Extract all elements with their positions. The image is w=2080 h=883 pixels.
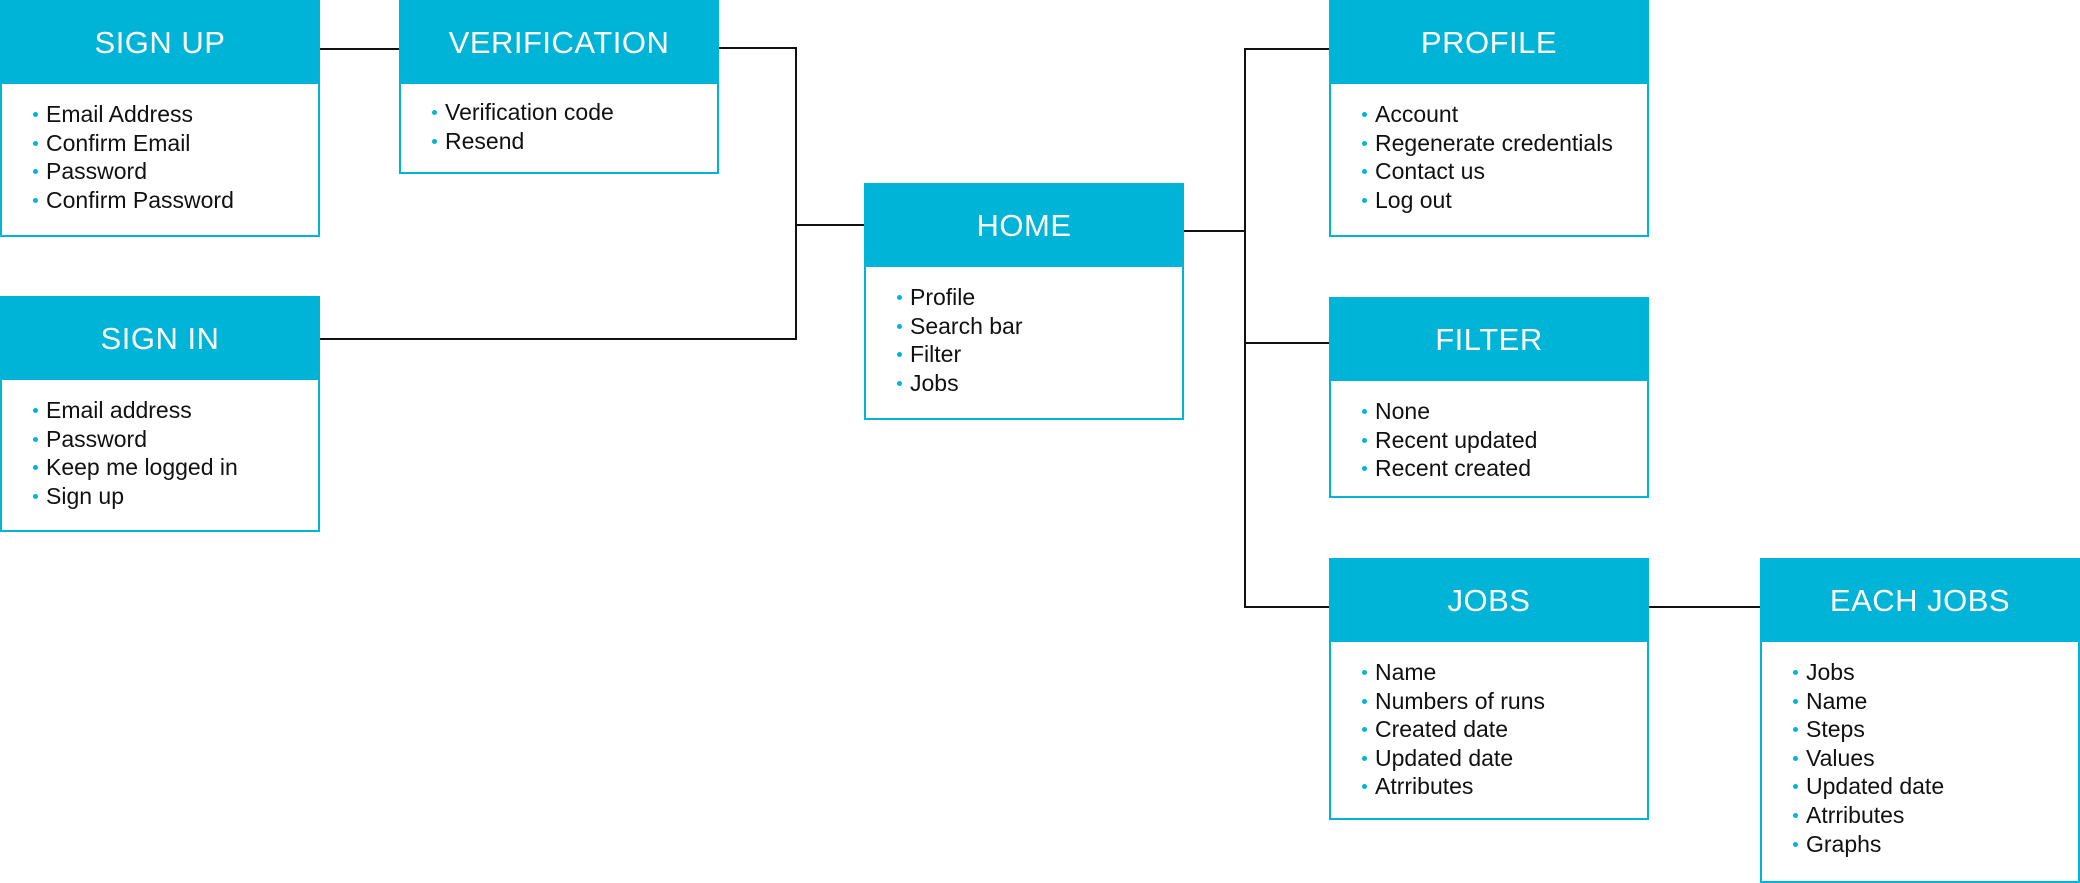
list-item: Contact us — [1362, 157, 1647, 186]
list-item: Email address — [33, 396, 318, 425]
edge-verification-home — [718, 47, 866, 226]
node-title: VERIFICATION — [401, 2, 717, 84]
list-item: Name — [1793, 687, 2078, 716]
node-filter: FILTER None Recent updated Recent create… — [1329, 297, 1649, 498]
list-item: Jobs — [897, 369, 1182, 398]
node-item-list: Email address Password Keep me logged in… — [2, 380, 318, 510]
list-item: Email Address — [33, 100, 318, 129]
list-item: Name — [1362, 658, 1647, 687]
node-item-list: Name Numbers of runs Created date Update… — [1331, 642, 1647, 801]
node-sign-in: SIGN IN Email address Password Keep me l… — [0, 296, 320, 532]
list-item: Keep me logged in — [33, 453, 318, 482]
list-item: Recent created — [1362, 454, 1647, 483]
node-item-list: Profile Search bar Filter Jobs — [866, 267, 1182, 397]
list-item: Confirm Password — [33, 186, 318, 215]
list-item: Recent updated — [1362, 426, 1647, 455]
list-item: Log out — [1362, 186, 1647, 215]
list-item: Search bar — [897, 312, 1182, 341]
node-title: HOME — [866, 185, 1182, 267]
list-item: Values — [1793, 744, 2078, 773]
node-title: EACH JOBS — [1762, 560, 2078, 642]
node-item-list: Verification code Resend — [401, 84, 717, 155]
list-item: Account — [1362, 100, 1647, 129]
node-item-list: Jobs Name Steps Values Updated date Atrr… — [1762, 642, 2078, 858]
list-item: Graphs — [1793, 830, 2078, 859]
edge-home-filter — [1244, 231, 1331, 344]
list-item: Numbers of runs — [1362, 687, 1647, 716]
node-each-jobs: EACH JOBS Jobs Name Steps Values Updated… — [1760, 558, 2080, 883]
list-item: Jobs — [1793, 658, 2078, 687]
node-sign-up: SIGN UP Email Address Confirm Email Pass… — [0, 0, 320, 237]
node-title: PROFILE — [1331, 2, 1647, 84]
list-item: Confirm Email — [33, 129, 318, 158]
edge-home-jobs — [1244, 343, 1331, 608]
node-verification: VERIFICATION Verification code Resend — [399, 0, 719, 174]
node-title: SIGN UP — [2, 2, 318, 84]
node-title: SIGN IN — [2, 298, 318, 380]
list-item: Verification code — [432, 98, 717, 127]
list-item: Resend — [432, 127, 717, 156]
node-item-list: Account Regenerate credentials Contact u… — [1331, 84, 1647, 214]
node-home: HOME Profile Search bar Filter Jobs — [864, 183, 1184, 420]
node-title: FILTER — [1331, 299, 1647, 381]
list-item: Updated date — [1362, 744, 1647, 773]
list-item: Profile — [897, 283, 1182, 312]
node-profile: PROFILE Account Regenerate credentials C… — [1329, 0, 1649, 237]
list-item: Atrributes — [1793, 801, 2078, 830]
list-item: Password — [33, 157, 318, 186]
node-title: JOBS — [1331, 560, 1647, 642]
list-item: Atrributes — [1362, 772, 1647, 801]
list-item: Regenerate credentials — [1362, 129, 1647, 158]
edge-signin-home — [320, 225, 797, 340]
list-item: Password — [33, 425, 318, 454]
list-item: None — [1362, 397, 1647, 426]
list-item: Steps — [1793, 715, 2078, 744]
edge-home-profile — [1184, 48, 1331, 232]
list-item: Filter — [897, 340, 1182, 369]
node-jobs: JOBS Name Numbers of runs Created date U… — [1329, 558, 1649, 820]
node-item-list: None Recent updated Recent created — [1331, 381, 1647, 483]
list-item: Sign up — [33, 482, 318, 511]
list-item: Created date — [1362, 715, 1647, 744]
list-item: Updated date — [1793, 772, 2078, 801]
node-item-list: Email Address Confirm Email Password Con… — [2, 84, 318, 214]
